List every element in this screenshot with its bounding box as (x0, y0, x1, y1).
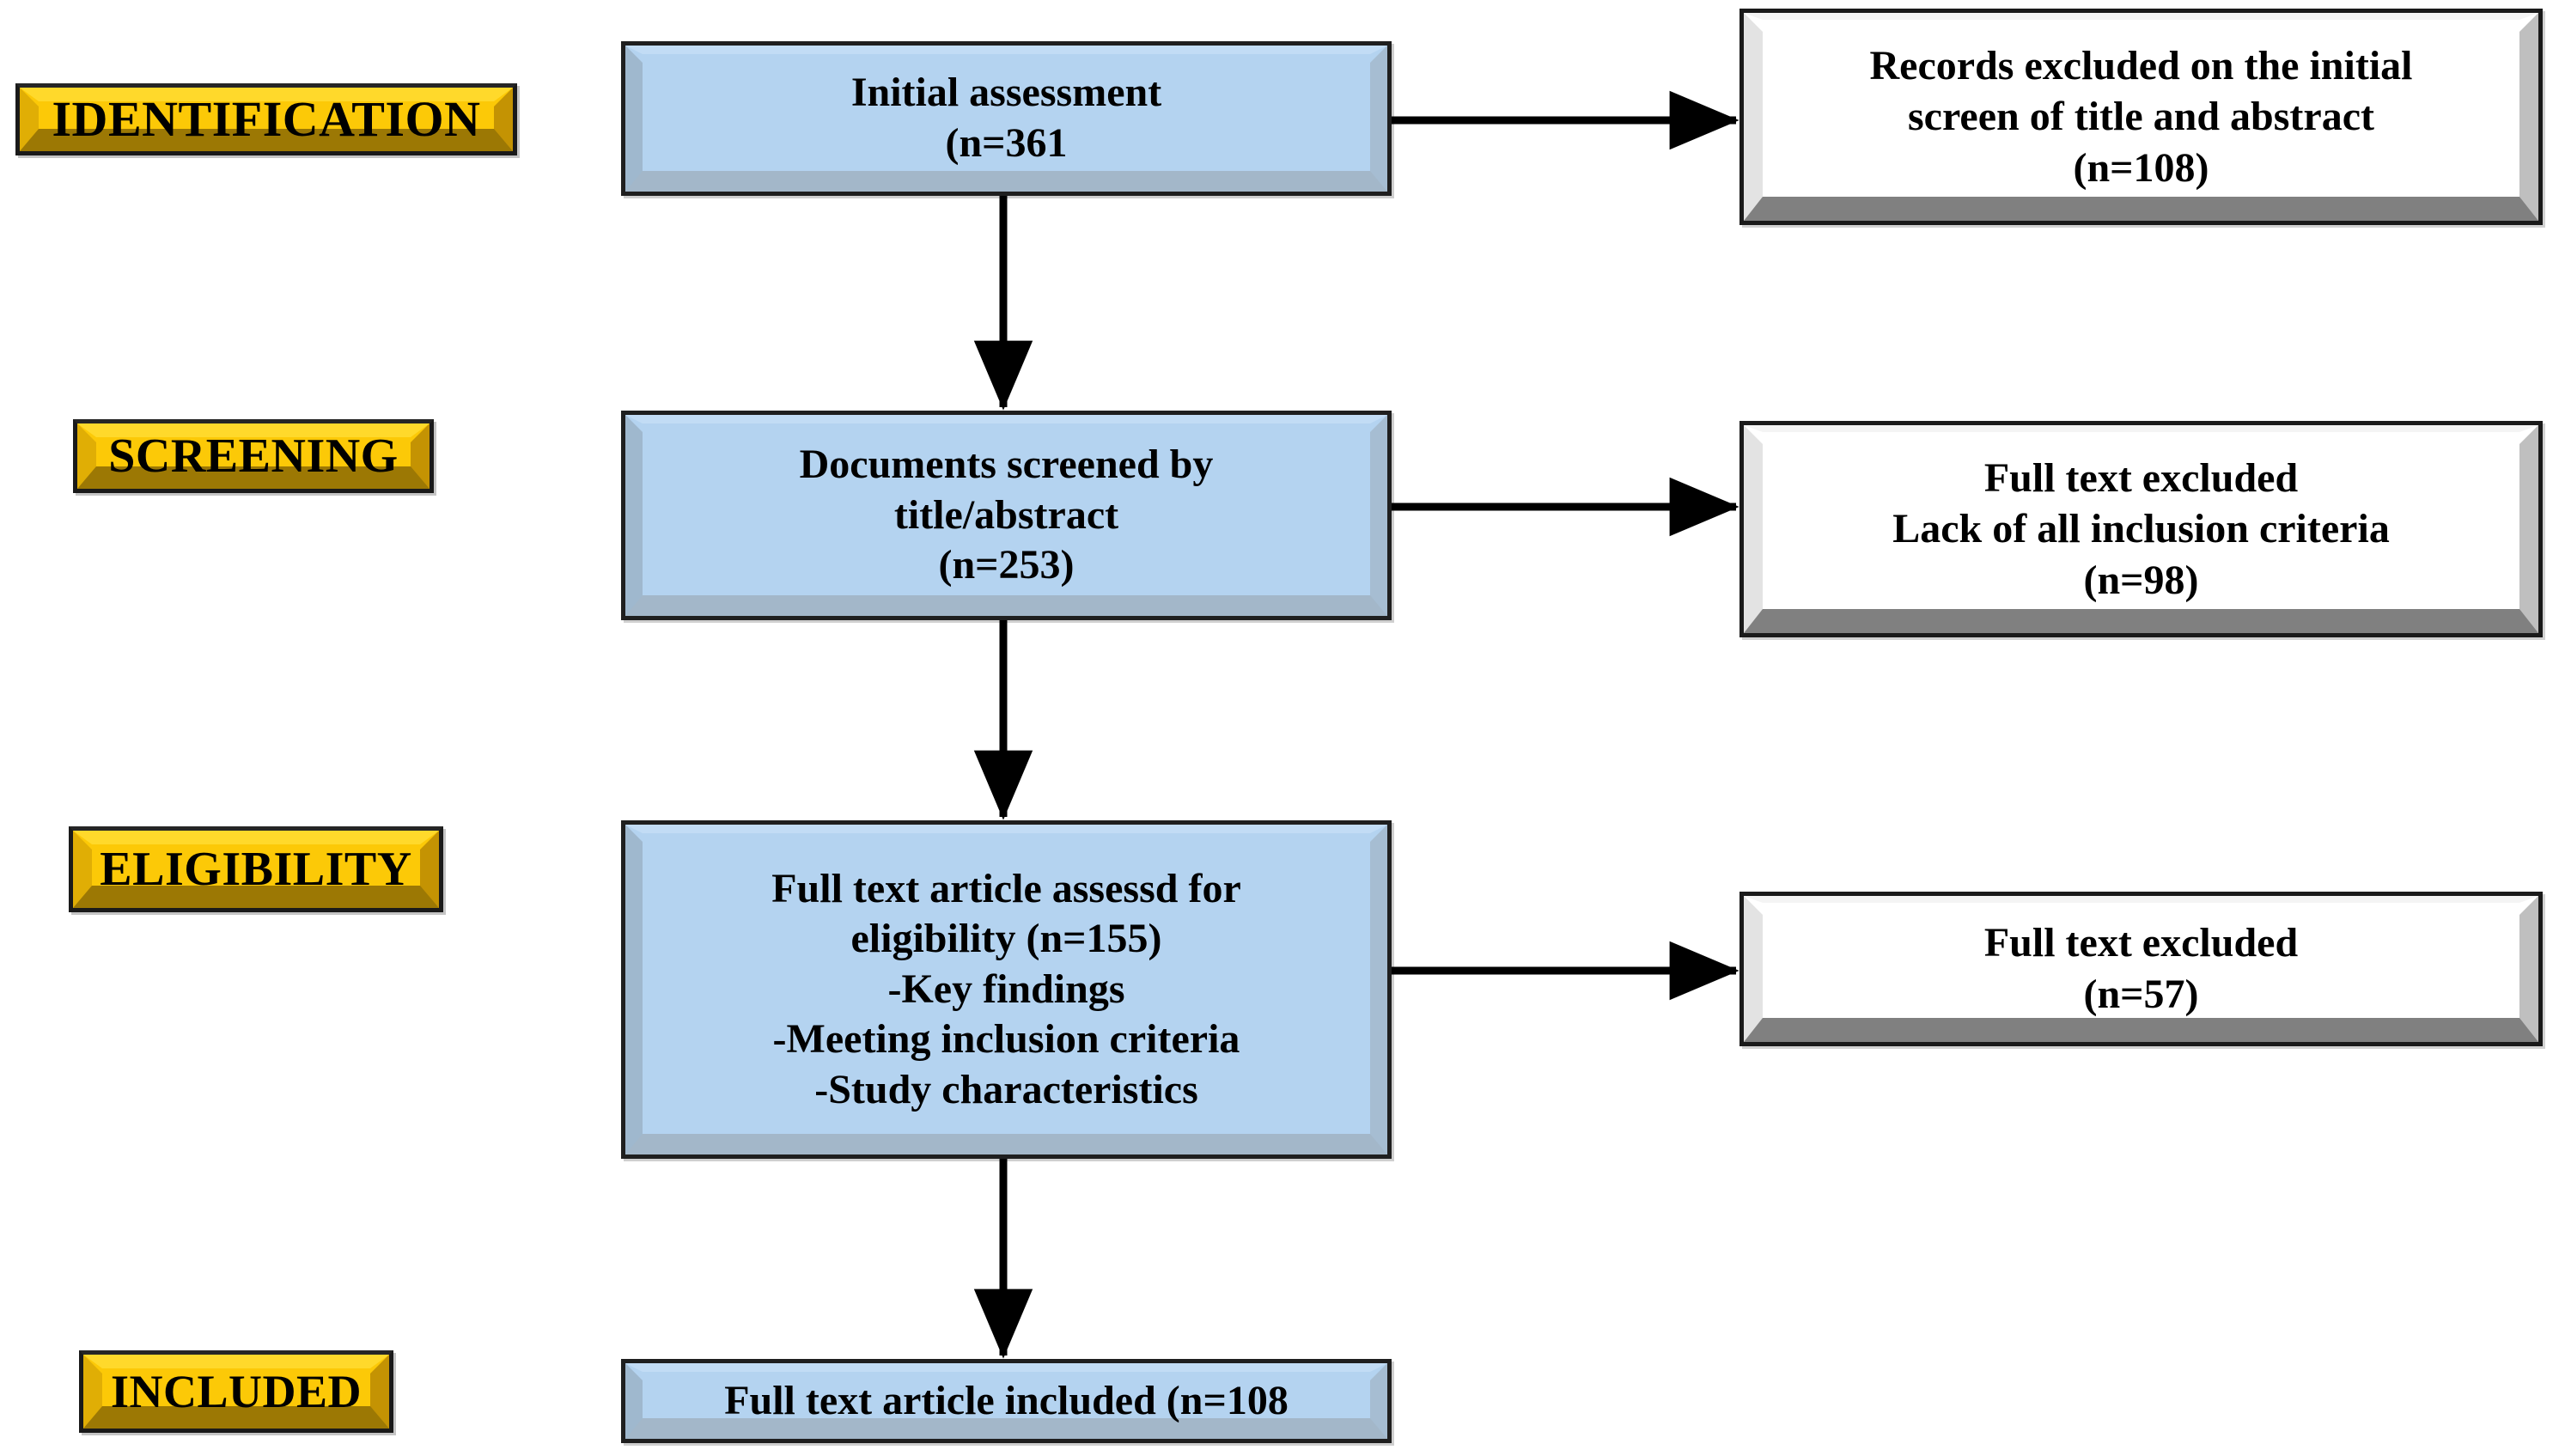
stage-label-included: INCLUDED (79, 1350, 393, 1433)
bevel-bottom (625, 171, 1387, 192)
bevel-top (625, 415, 1387, 423)
process-box-line: Documents screened by (799, 442, 1214, 488)
process-box-text: Full text article included (n=108 (716, 1376, 1297, 1427)
process-box-line: (n=253) (938, 542, 1075, 588)
exclusion-box-line: Records excluded on the initial (1869, 42, 2413, 88)
bevel-right (1370, 825, 1387, 1154)
exclusion-box-line: (n=108) (2073, 144, 2209, 191)
bevel-right (1370, 46, 1387, 192)
process-box-line: title/abstract (893, 491, 1119, 538)
process-box-line: Full text article included (n=108 (724, 1377, 1289, 1423)
stage-label-text: INCLUDED (110, 1366, 363, 1417)
bevel-right (411, 423, 430, 489)
bevel-left (73, 831, 92, 908)
bevel-right (494, 88, 513, 151)
exclusion-box-line: Full text excluded (1983, 454, 2299, 501)
stage-label-text: ELIGIBILITY (100, 843, 412, 896)
bevel-top (1744, 13, 2538, 20)
bevel-top (1744, 425, 2538, 432)
bevel-left (625, 825, 643, 1154)
exclusion-box-line: screen of title and abstract (1908, 94, 2374, 140)
process-box-text: Documents screened by title/abstract (n=… (777, 440, 1236, 591)
exclusion-box-records-excluded-initial: Records excluded on the initial screen o… (1739, 9, 2543, 225)
bevel-top (625, 46, 1387, 54)
bevel-right (2519, 896, 2538, 1042)
process-box-line: -Study characteristics (814, 1066, 1198, 1112)
bevel-left (20, 88, 39, 151)
process-box-line: -Key findings (887, 966, 1125, 1012)
bevel-right (2519, 425, 2538, 633)
bevel-left (83, 1355, 102, 1429)
process-box-line: -Meeting inclusion criteria (772, 1016, 1240, 1063)
bevel-left (1744, 896, 1763, 1042)
bevel-left (625, 415, 643, 616)
exclusion-box-full-text-excluded-criteria: Full text excluded Lack of all inclusion… (1739, 421, 2543, 637)
process-box-line: Initial assessment (850, 70, 1162, 116)
process-box-full-text-included: Full text article included (n=108 (621, 1359, 1392, 1443)
bevel-right (1370, 1363, 1387, 1439)
process-box-text: Full text article assessd for eligibilit… (749, 864, 1264, 1116)
bevel-bottom (625, 595, 1387, 616)
process-box-line: eligibility (n=155) (850, 916, 1162, 962)
bevel-bottom (1744, 197, 2538, 221)
bevel-bottom (625, 1134, 1387, 1154)
bevel-left (1744, 425, 1763, 633)
bevel-right (1370, 415, 1387, 616)
process-box-line: (n=361 (945, 120, 1068, 166)
bevel-right (420, 831, 439, 908)
exclusion-box-text: Full text excluded Lack of all inclusion… (1867, 453, 2416, 606)
process-box-full-text-assessed: Full text article assessd for eligibilit… (621, 820, 1392, 1159)
bevel-top (1744, 896, 2538, 903)
process-box-text: Initial assessment (n=361 (829, 68, 1184, 168)
exclusion-box-line: Full text excluded (1983, 920, 2299, 966)
bevel-right (2519, 13, 2538, 221)
bevel-left (625, 46, 643, 192)
exclusion-box-full-text-excluded: Full text excluded (n=57) (1739, 892, 2543, 1046)
bevel-left (77, 423, 96, 489)
stage-label-text: SCREENING (108, 429, 399, 483)
process-box-line: Full text article assessd for (771, 865, 1241, 911)
exclusion-box-text: Full text excluded (n=57) (1959, 917, 2324, 1020)
stage-label-text: IDENTIFICATION (52, 91, 481, 147)
stage-label-identification: IDENTIFICATION (15, 83, 517, 155)
stage-label-screening: SCREENING (73, 419, 434, 493)
bevel-bottom (1744, 1018, 2538, 1042)
bevel-left (1744, 13, 1763, 221)
exclusion-box-line: Lack of all inclusion criteria (1892, 506, 2390, 552)
bevel-top (625, 825, 1387, 833)
process-box-documents-screened: Documents screened by title/abstract (n=… (621, 411, 1392, 620)
bevel-bottom (1744, 609, 2538, 633)
bevel-right (370, 1355, 389, 1429)
bevel-left (625, 1363, 643, 1439)
stage-label-eligibility: ELIGIBILITY (69, 826, 443, 912)
exclusion-box-line: (n=57) (2083, 972, 2199, 1017)
process-box-initial-assessment: Initial assessment (n=361 (621, 41, 1392, 196)
exclusion-box-text: Records excluded on the initial screen o… (1844, 40, 2439, 194)
exclusion-box-line: (n=98) (2083, 557, 2199, 603)
bevel-top (625, 1363, 1387, 1372)
